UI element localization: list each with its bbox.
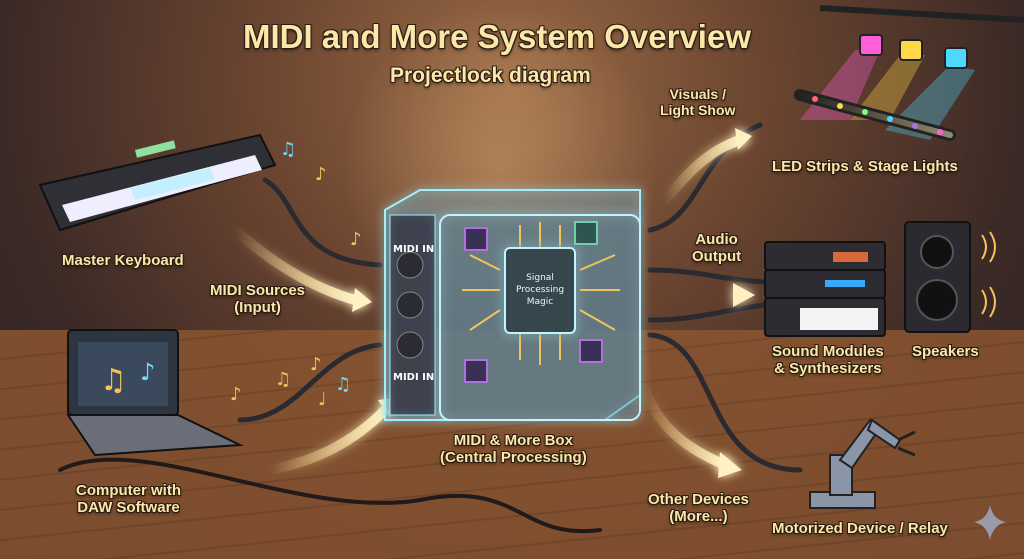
svg-text:♩: ♩ <box>318 389 327 410</box>
arrow-visuals <box>660 135 745 205</box>
floor-cable-loop <box>58 457 602 534</box>
circuit-traces <box>462 222 620 365</box>
robot-arm-icon <box>809 418 916 509</box>
label-visuals-light-show: Visuals / Light Show <box>660 86 736 119</box>
chip-purple-1 <box>464 227 488 251</box>
cable-robot <box>647 332 803 473</box>
chip-label-line-3: Magic <box>527 297 553 307</box>
chip-teal <box>574 221 598 245</box>
keyboard-icon <box>38 133 277 232</box>
midi-ports <box>396 251 424 359</box>
midi-in-label-2: MIDI IN <box>393 372 434 383</box>
arrowhead-visuals <box>735 128 752 150</box>
midi-in-port-2 <box>396 331 424 359</box>
signal-processing-chip <box>504 247 576 334</box>
flow-arrows <box>230 135 745 475</box>
arrow-input-bottom <box>265 405 390 475</box>
cables <box>58 122 803 534</box>
svg-text:♪: ♪ <box>315 164 327 185</box>
label-speakers: Speakers <box>912 343 979 360</box>
label-other-devices: Other Devices (More...) <box>648 491 749 526</box>
midi-in-label-1: MIDI IN <box>393 244 434 255</box>
svg-text:♫: ♫ <box>335 374 351 395</box>
laptop-icon: ♫ ♪ <box>66 329 244 457</box>
label-led-strips: LED Strips & Stage Lights <box>772 158 958 175</box>
light-yellow <box>899 39 923 61</box>
label-audio-output: Audio Output <box>692 231 742 266</box>
midi-port-middle <box>396 291 424 319</box>
sparkle-icon <box>974 505 1006 540</box>
cable-keyboard <box>262 177 383 268</box>
cable-synth-2 <box>647 302 768 323</box>
svg-text:♪: ♪ <box>230 384 242 405</box>
arrow-other <box>640 385 730 470</box>
light-cyan <box>944 47 968 69</box>
chip-purple-3 <box>579 339 603 363</box>
cable-laptop <box>237 342 383 423</box>
svg-text:♪: ♪ <box>350 229 362 250</box>
music-notes-glyph: ♫ <box>100 363 127 398</box>
label-sound-modules: Sound Modules & Synthesizers <box>772 343 884 378</box>
midi-in-port-1 <box>396 251 424 279</box>
svg-text:♪: ♪ <box>140 358 155 386</box>
chip-purple-2 <box>464 359 488 383</box>
label-master-keyboard: Master Keyboard <box>62 252 184 269</box>
chip-label-line-2: Processing <box>516 285 564 295</box>
label-midi-box: MIDI & More Box (Central Processing) <box>440 432 587 467</box>
page-subtitle: Projectlock diagram <box>390 64 591 87</box>
label-motorized-device: Motorized Device / Relay <box>772 520 948 537</box>
svg-text:♫: ♫ <box>280 139 296 160</box>
chip-label-line-1: Signal <box>526 273 554 283</box>
page-title: MIDI and More System Overview <box>242 18 751 55</box>
label-midi-sources: MIDI Sources (Input) <box>210 282 306 317</box>
arrowhead-other <box>718 452 742 478</box>
label-computer-daw: Computer with DAW Software <box>76 482 181 517</box>
light-beam-yellow <box>850 55 925 120</box>
arrow-input-top <box>230 225 360 305</box>
led-strip-icon <box>794 89 956 141</box>
music-notes: ♫ ♪ ♪ ♪ ♫ ♪ ♫ ♩ <box>230 139 362 410</box>
speaker-icon <box>904 221 996 333</box>
cable-synth-1 <box>647 267 768 285</box>
synth-rack-icon <box>764 241 886 337</box>
arrowhead-audio <box>733 283 755 307</box>
svg-text:♪: ♪ <box>310 354 322 375</box>
svg-text:♫: ♫ <box>275 369 291 390</box>
light-pink <box>859 34 883 56</box>
arrowhead-input-top <box>352 288 372 312</box>
